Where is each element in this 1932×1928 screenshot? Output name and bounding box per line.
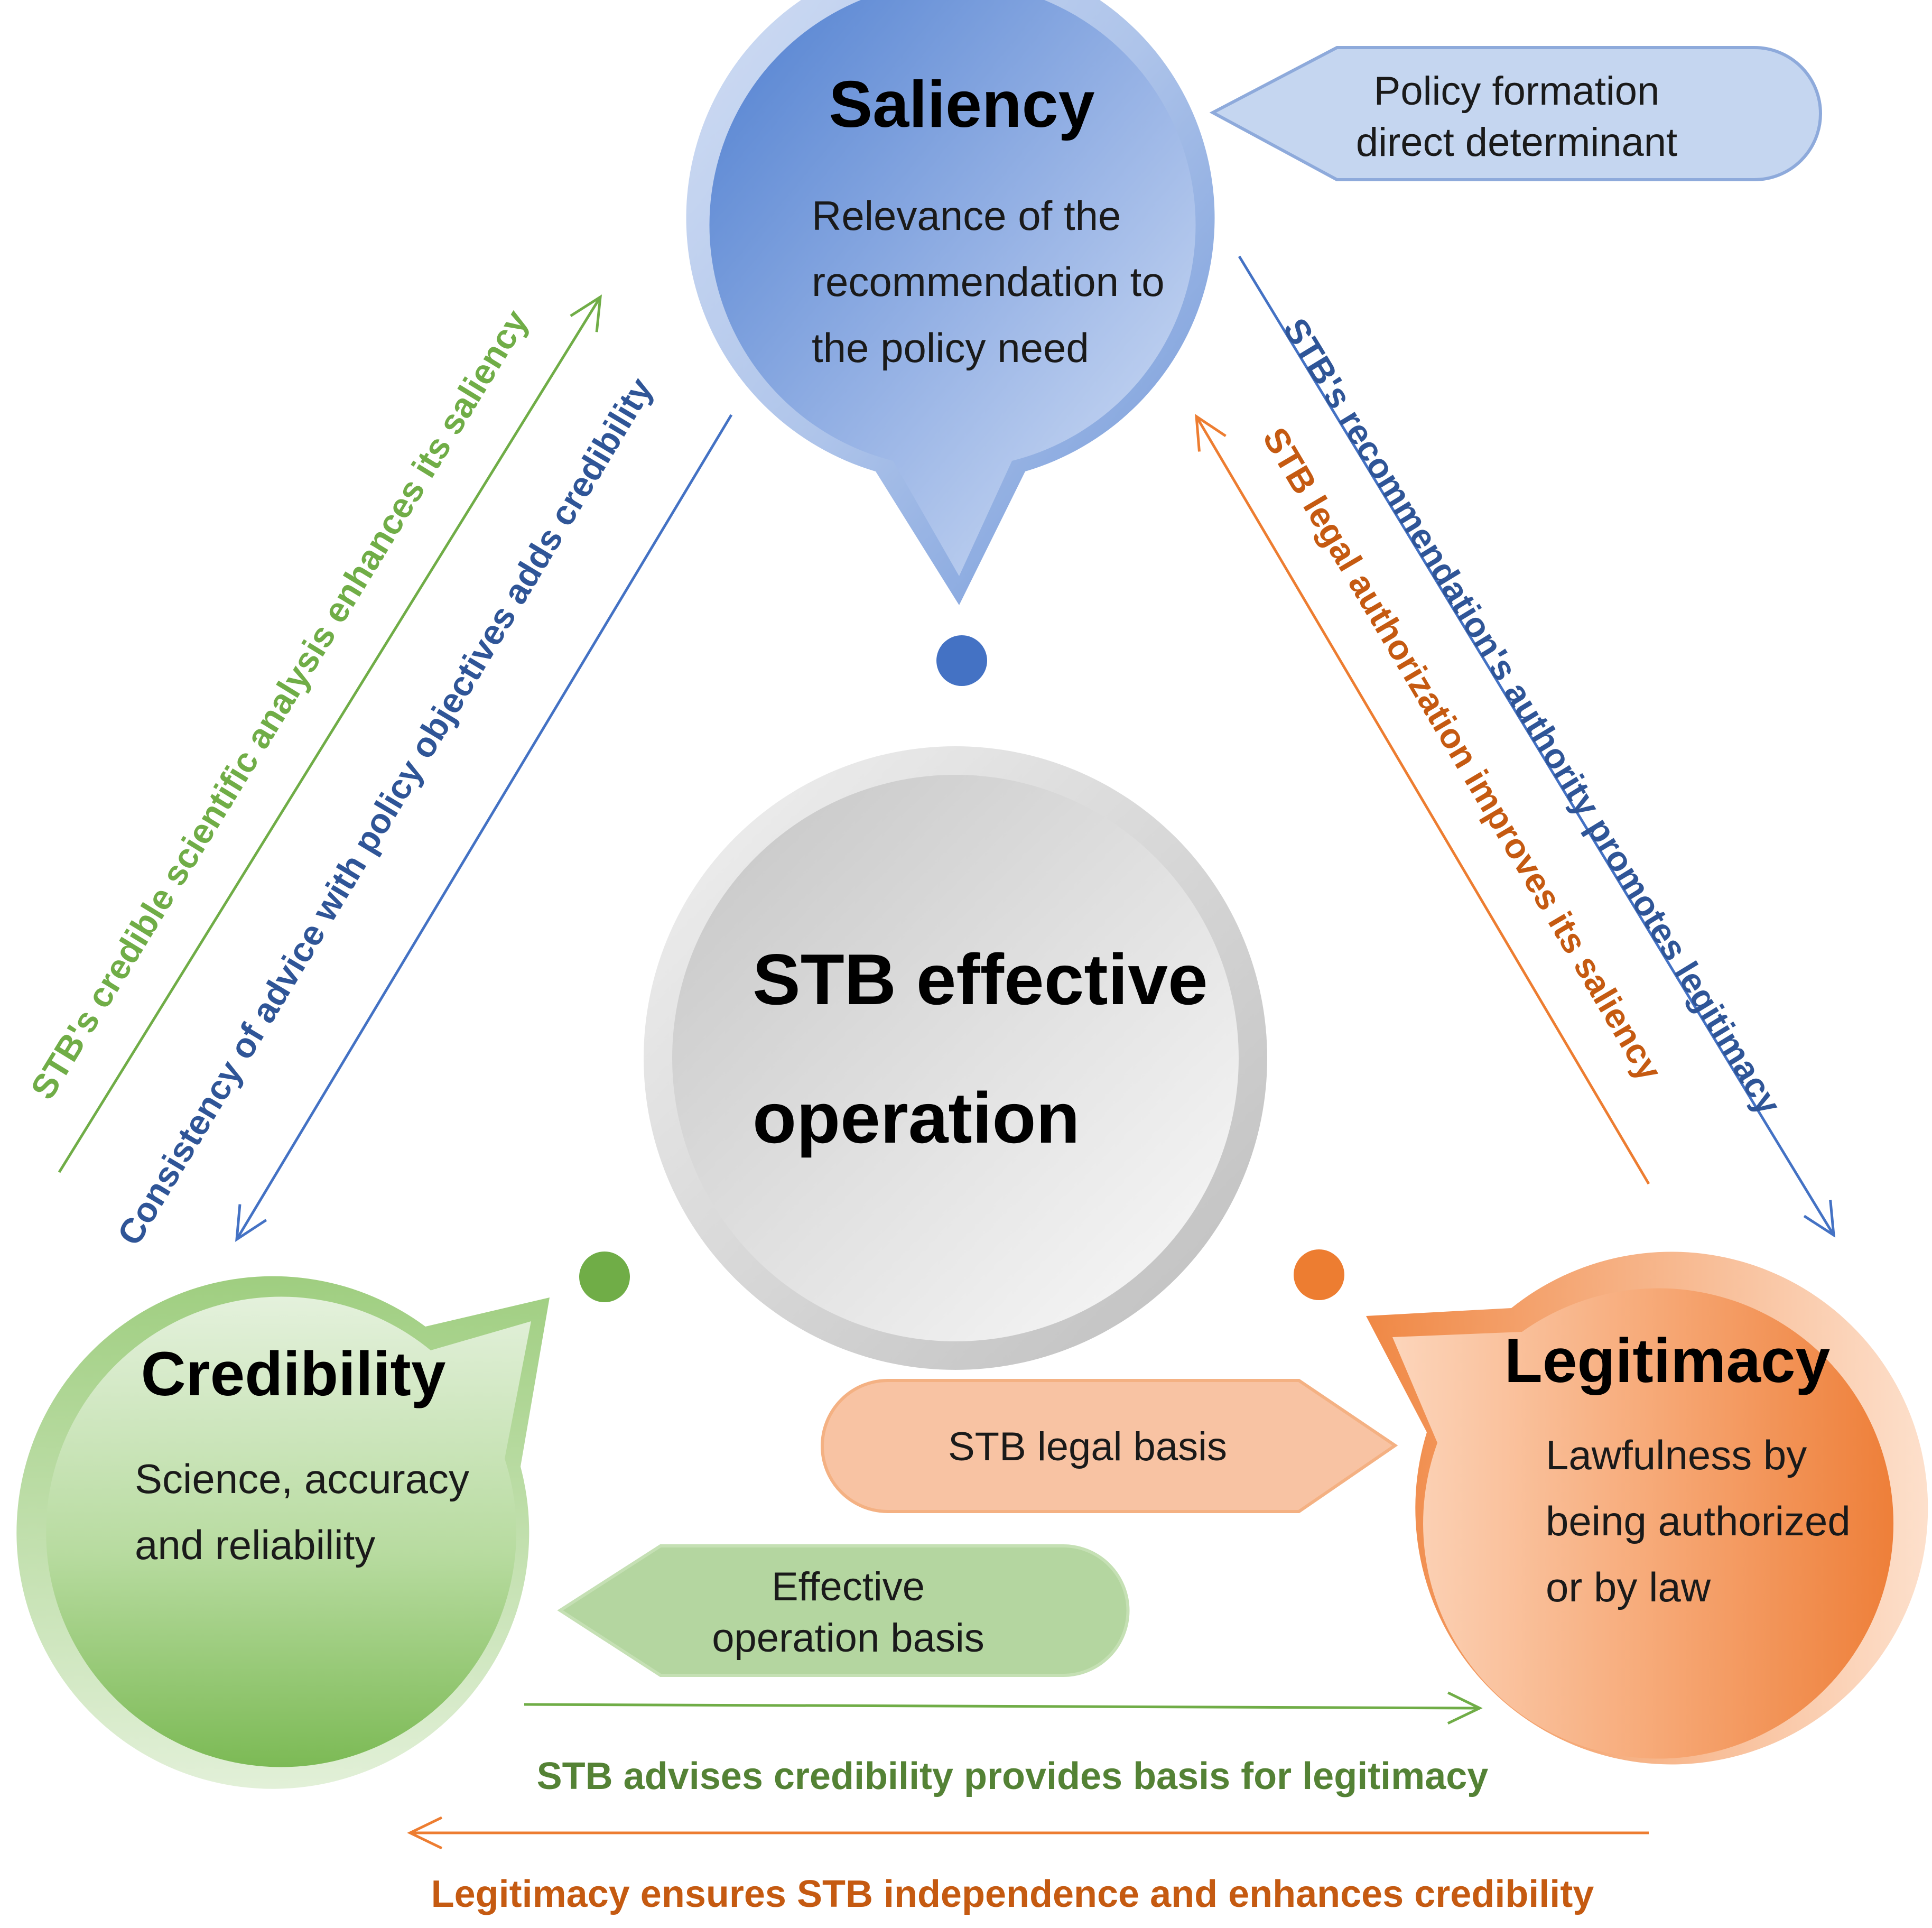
arrow-credibility-to-legitimacy [524, 1691, 1483, 1725]
saliency-desc-line1: Relevance of the [812, 192, 1121, 239]
legal-basis-tag: STB legal basis [821, 1379, 1398, 1513]
center-node: STB effective operation [644, 746, 1267, 1370]
arrow-credibility-to-saliency [58, 294, 602, 1173]
center-title-line2: operation [753, 1078, 1080, 1158]
policy-tag: Policy formation direct determinant [1209, 46, 1822, 181]
operation-basis-tag-line1: Effective [772, 1564, 925, 1609]
legitimacy-bubble [1392, 1288, 1894, 1759]
legitimacy-title: Legitimacy [1504, 1326, 1830, 1396]
saliency-desc-line2: recommendation to [812, 258, 1165, 305]
label-saliency-to-legitimacy: STB's recommendation's authority promote… [1276, 311, 1789, 1121]
saliency-dot [936, 635, 987, 686]
operation-basis-tag-shape [557, 1544, 1130, 1677]
operation-basis-tag: Effective operation basis [557, 1544, 1130, 1677]
policy-tag-line1: Policy formation [1374, 69, 1660, 114]
policy-tag-line2: direct determinant [1356, 120, 1677, 165]
policy-tag-shape [1209, 46, 1822, 181]
legitimacy-node: Legitimacy Lawfulness by being authorize… [1366, 1252, 1928, 1765]
arrow-saliency-to-legitimacy [1238, 255, 1835, 1238]
legitimacy-desc-line2: being authorized [1546, 1498, 1851, 1544]
saliency-title: Saliency [829, 68, 1094, 141]
label-legitimacy-to-credibility: Legitimacy ensures STB independence and … [431, 1873, 1594, 1915]
credibility-desc-line2: and reliability [135, 1522, 375, 1568]
arrow-legitimacy-to-saliency [1195, 414, 1650, 1185]
legal-basis-tag-label: STB legal basis [948, 1424, 1227, 1469]
credibility-bubble [46, 1296, 531, 1767]
saliency-desc-line3: the policy need [812, 325, 1089, 371]
credibility-node: Credibility Science, accuracy and reliab… [16, 1276, 550, 1789]
center-title-line1: STB effective [753, 939, 1208, 1019]
legitimacy-desc-line3: or by law [1546, 1564, 1711, 1610]
legitimacy-desc-line1: Lawfulness by [1546, 1432, 1807, 1478]
legal-basis-tag-shape [821, 1379, 1398, 1513]
saliency-node: Saliency Relevance of the recommendation… [686, 0, 1215, 605]
arrow-saliency-to-credibility [235, 414, 733, 1242]
label-credibility-to-legitimacy: STB advises credibility provides basis f… [537, 1755, 1489, 1797]
operation-basis-tag-line2: operation basis [712, 1616, 984, 1661]
label-legitimacy-to-saliency: STB legal authorization improves its sal… [1256, 421, 1670, 1087]
saliency-bubble [709, 0, 1196, 576]
credibility-desc-line1: Science, accuracy [135, 1456, 469, 1502]
legitimacy-dot [1294, 1249, 1344, 1300]
center-circle [672, 775, 1239, 1341]
credibility-dot [579, 1252, 630, 1302]
credibility-title: Credibility [141, 1339, 446, 1409]
